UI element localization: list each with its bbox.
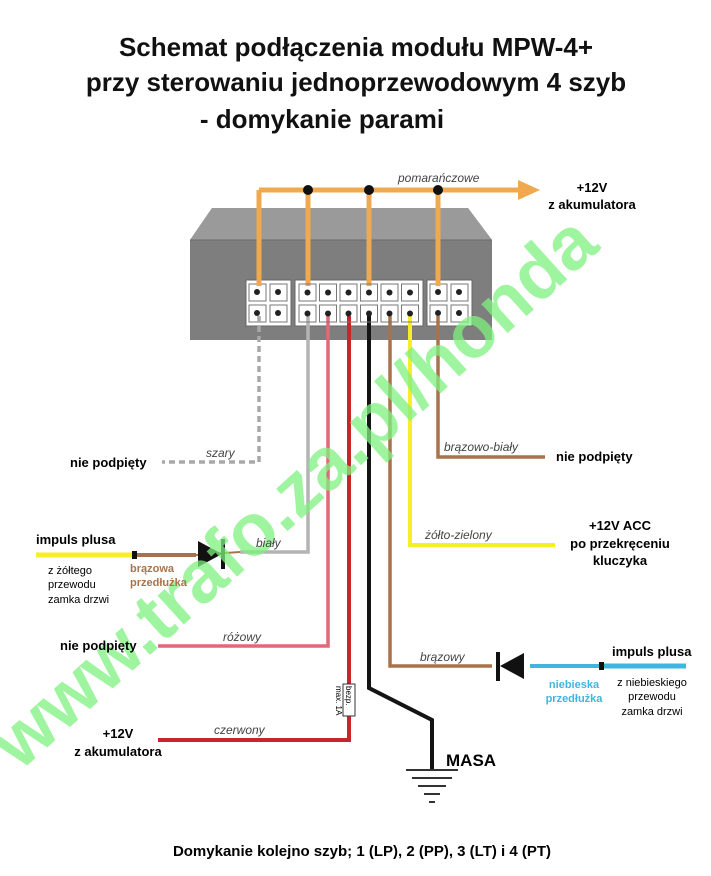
brown-white-not-connected: nie podpięty	[556, 449, 633, 464]
fuse	[342, 683, 356, 717]
wire-brown	[388, 316, 492, 668]
label-wire-brown-white: brązowo-biały	[444, 440, 519, 454]
right-extension-line-2: przedłużka	[546, 693, 604, 705]
right-source-line-3: zamka drzwi	[621, 706, 682, 718]
impuls-right-label: impuls plusa	[612, 644, 692, 659]
caption: Domykanie kolejno szyb; 1 (LP), 2 (PP), …	[173, 843, 551, 860]
fuse-label-1: bezp.	[344, 686, 353, 706]
label-wire-orange: pomarańczowe	[397, 171, 480, 185]
wire-orange	[256, 180, 540, 286]
acc-line-1: +12V ACC	[589, 518, 652, 533]
acc-line-3: kluczyka	[593, 553, 648, 568]
diode-right	[496, 652, 524, 681]
left-source-line-2: przewodu	[48, 579, 96, 591]
label-wire-white: biały	[256, 536, 282, 550]
title-line-1: Schemat podłączenia modułu MPW-4+	[119, 32, 593, 62]
battery-top-source: z akumulatora	[548, 197, 636, 212]
connector-middle	[294, 279, 424, 327]
left-extension-line-1: brązowa	[130, 563, 175, 575]
battery-bottom-voltage: +12V	[103, 726, 134, 741]
wire-red	[158, 316, 351, 742]
battery-top-voltage: +12V	[577, 180, 608, 195]
wire-white	[240, 316, 310, 554]
title-line-3: - domykanie parami	[200, 104, 444, 134]
wire-pink	[158, 316, 330, 648]
label-wire-brown: brązowy	[420, 650, 466, 664]
wire-brown-white	[436, 316, 545, 459]
battery-bottom-source: z akumulatora	[74, 744, 162, 759]
impuls-left-label: impuls plusa	[36, 532, 116, 547]
acc-line-2: po przekręceniu	[570, 536, 670, 551]
connector-right	[426, 279, 473, 327]
wire-grey	[162, 316, 261, 464]
left-source-line-1: z żółtego	[48, 565, 92, 577]
label-wire-yellow-green: żółto-zielony	[424, 528, 493, 542]
right-extension-line-1: niebieska	[549, 679, 600, 691]
label-wire-red: czerwony	[214, 723, 266, 737]
ground-label: MASA	[446, 751, 496, 770]
label-wire-pink: różowy	[223, 630, 262, 644]
title-line-2: przy sterowaniu jednoprzewodowym 4 szyb	[86, 67, 626, 97]
pink-not-connected: nie podpięty	[60, 638, 137, 653]
fuse-label-2: max. 1A	[334, 686, 343, 716]
left-source-line-3: zamka drzwi	[48, 594, 109, 606]
grey-not-connected: nie podpięty	[70, 455, 147, 470]
connector-left	[245, 279, 292, 327]
right-input	[530, 662, 686, 670]
label-wire-grey: szary	[206, 446, 236, 460]
right-source-line-2: przewodu	[628, 691, 676, 703]
ground-symbol	[406, 769, 458, 803]
wire-black	[367, 316, 434, 770]
connector-middle-pins	[298, 283, 419, 323]
right-source-line-1: z niebieskiego	[617, 677, 687, 689]
wire-yellow-green	[408, 316, 555, 547]
diode-left	[198, 539, 225, 569]
left-extension-line-2: przedłużka	[130, 577, 188, 589]
